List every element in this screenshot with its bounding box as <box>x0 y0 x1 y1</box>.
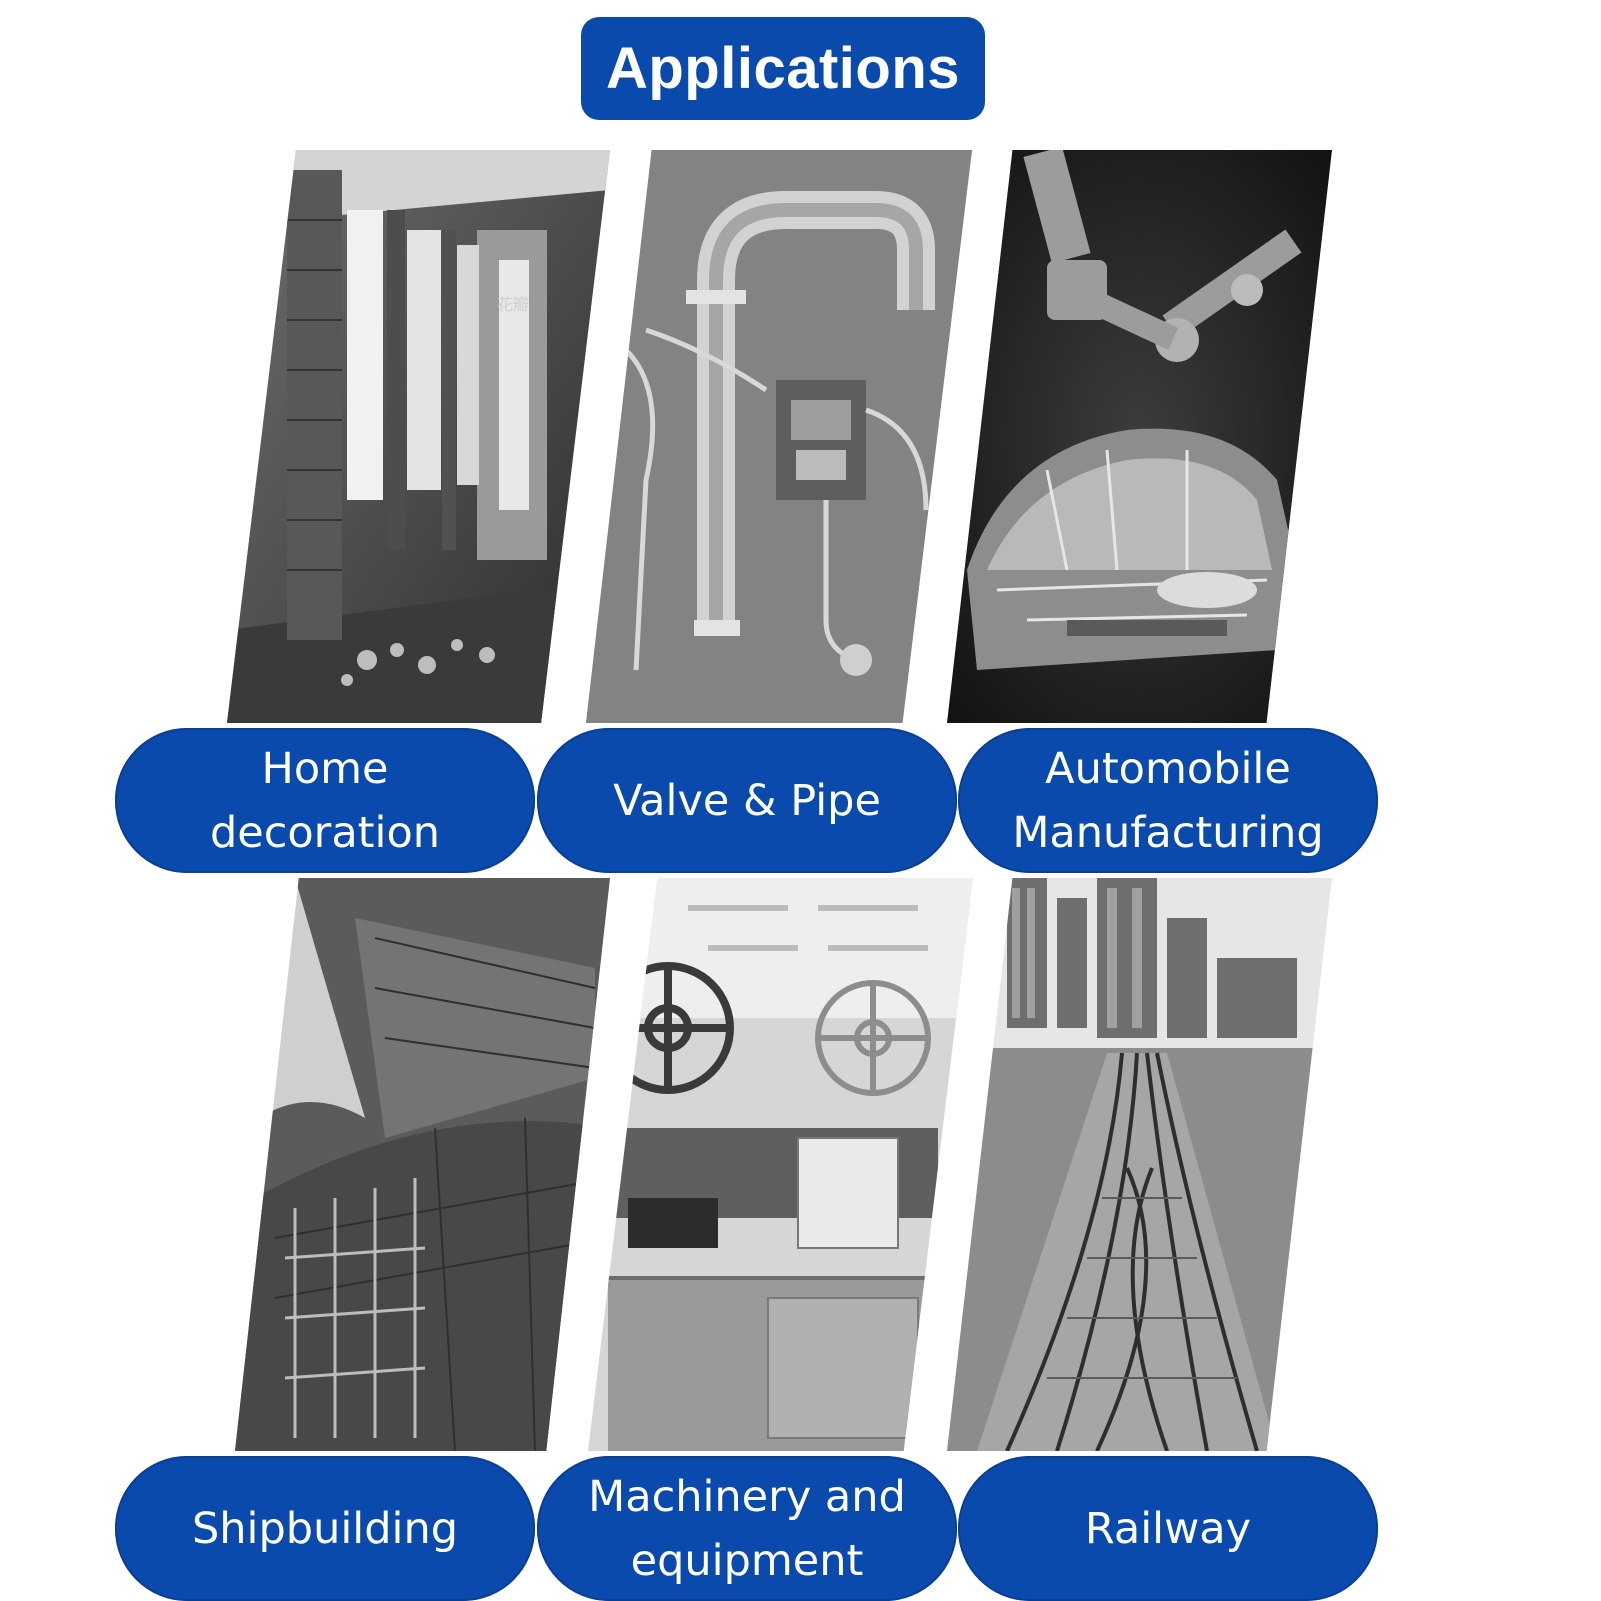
valve-pipe-label: Valve & Pipe <box>537 728 957 873</box>
shipbuilding-label: Shipbuilding <box>115 1456 535 1601</box>
machinery-equipment-label: Machinery and equipment <box>537 1456 957 1601</box>
photo-watermark: 花瓣 <box>497 295 529 314</box>
machinery-equipment-photo <box>588 878 973 1451</box>
home-decoration-photo: 花瓣 <box>227 150 610 723</box>
home-decoration-text: Home decoration <box>209 743 441 858</box>
home-decoration-label: Home decoration <box>115 728 535 873</box>
railway-text: Railway <box>1084 1503 1252 1554</box>
applications-title: Applications <box>581 17 985 120</box>
machinery-equipment-text: Machinery and equipment <box>588 1471 906 1586</box>
railway-label: Railway <box>958 1456 1378 1601</box>
automobile-manufacturing-photo <box>947 150 1332 723</box>
railway-photo <box>947 878 1332 1451</box>
shipbuilding-photo <box>235 878 610 1451</box>
automobile-manufacturing-label: Automobile Manufacturing <box>958 728 1378 873</box>
automobile-manufacturing-text: Automobile Manufacturing <box>1012 743 1324 858</box>
valve-pipe-photo <box>586 150 972 723</box>
shipbuilding-text: Shipbuilding <box>191 1503 459 1554</box>
valve-pipe-text: Valve & Pipe <box>613 775 881 826</box>
